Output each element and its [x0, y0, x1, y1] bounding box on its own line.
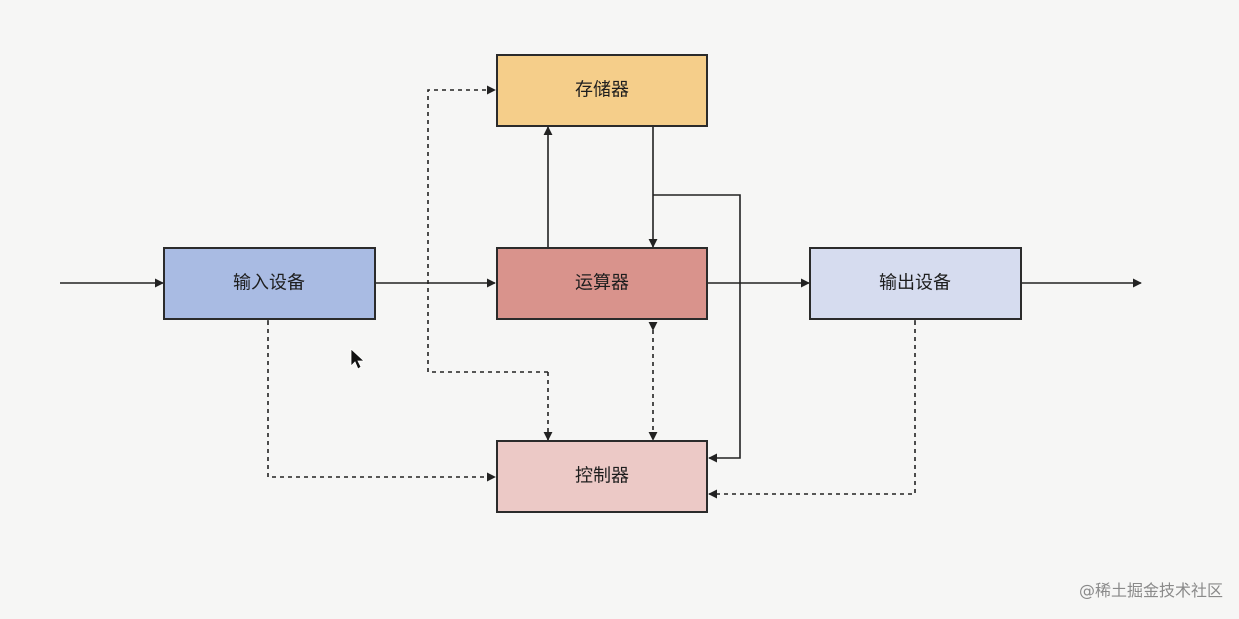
node-memory: 存储器	[496, 54, 708, 127]
watermark: @稀土掘金技术社区	[1078, 581, 1223, 600]
node-alu-box	[496, 247, 708, 320]
node-output-box	[809, 247, 1022, 320]
node-controller-label: 控制器	[575, 466, 629, 487]
edge-output-controller-dashed	[708, 312, 920, 499]
edge-memory-to-controller	[653, 194, 741, 463]
node-output: 输出设备	[809, 247, 1022, 320]
node-input: 输入设备	[163, 247, 376, 320]
node-memory-box	[496, 54, 708, 127]
edge-input-controller-dashed	[263, 312, 496, 482]
node-alu-label: 运算器	[575, 273, 629, 294]
node-output-label: 输出设备	[879, 273, 951, 294]
node-input-box	[163, 247, 376, 320]
node-memory-label: 存储器	[575, 80, 629, 101]
node-alu: 运算器	[496, 247, 708, 320]
node-controller: 控制器	[496, 440, 708, 513]
edge-controller-to-memory-dashed	[427, 85, 548, 373]
node-controller-box	[496, 440, 708, 513]
node-input-label: 输入设备	[233, 273, 305, 294]
cursor-icon	[350, 348, 366, 370]
